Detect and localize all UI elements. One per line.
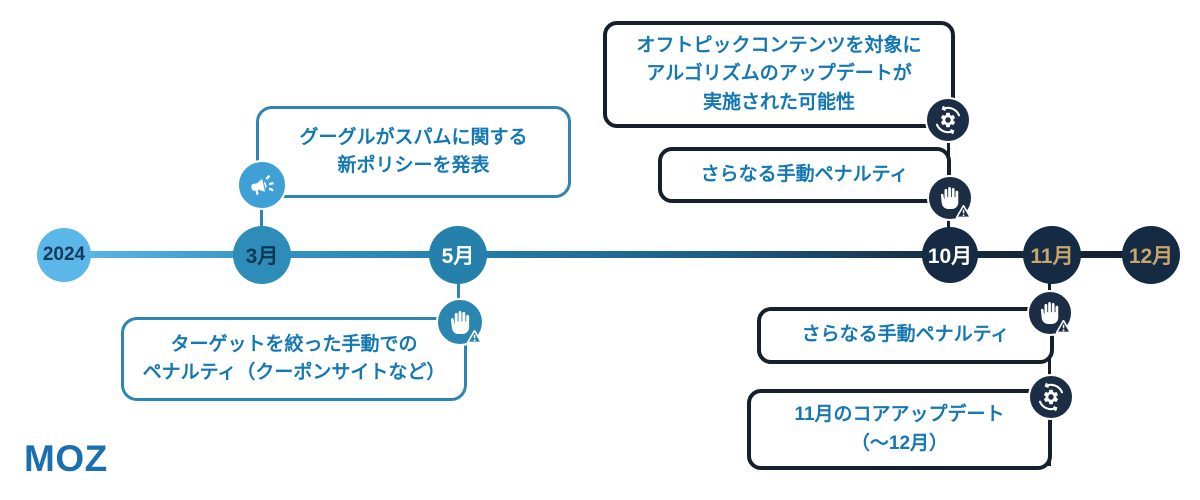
- timeline-node-may: 5月: [429, 226, 487, 284]
- callout-october-algorithm: オフトピックコンテンツを対象に アルゴリズムのアップデートが 実施された可能性: [603, 21, 955, 128]
- warning-triangle-icon: [956, 205, 971, 218]
- gear-refresh-glyph: [935, 105, 961, 135]
- timeline-bar: [60, 251, 1160, 258]
- node-label: 5月: [441, 245, 475, 268]
- gear-refresh-icon: [925, 97, 971, 143]
- callout-text-line: ペナルティ（クーポンサイトなど）: [142, 362, 446, 383]
- timeline-node-march: 3月: [233, 226, 291, 284]
- node-label: 11月: [1030, 245, 1074, 268]
- hand-glyph: [940, 187, 959, 209]
- timeline-node-october: 10月: [922, 227, 978, 283]
- timeline-node-november: 11月: [1023, 226, 1081, 284]
- callout-text-line: （〜12月）: [850, 432, 949, 454]
- node-label: 3月: [245, 245, 279, 268]
- callout-november-manual-penalty: さらなる手動ペナルティ: [757, 307, 1054, 364]
- gear-refresh-glyph: [1038, 382, 1064, 412]
- megaphone-icon: [237, 160, 287, 210]
- hand-stop-icon: [1027, 290, 1073, 336]
- connector-november: [1048, 255, 1051, 466]
- callout-text-line: オフトピックコンテンツを対象に: [636, 34, 922, 56]
- hand-stop-icon: [927, 175, 973, 221]
- hand-glyph: [1040, 302, 1059, 324]
- hand-glyph: [450, 310, 469, 334]
- callout-text-line: 11月のコアアップデート: [794, 404, 1005, 425]
- node-label: 2024: [42, 244, 86, 265]
- callout-may-manual-penalty: ターゲットを絞った手動での ペナルティ（クーポンサイトなど）: [121, 317, 467, 401]
- node-label: 12月: [1128, 245, 1174, 268]
- moz-logo: MOZ: [24, 438, 108, 479]
- connector-march: [260, 183, 263, 255]
- callout-text-line: 実施された可能性: [702, 91, 855, 113]
- callout-march-policy: グーグルがスパムに関する 新ポリシーを発表: [256, 106, 571, 198]
- warning-triangle-icon: [467, 330, 482, 343]
- callout-october-manual-penalty: さらなる手動ペナルティ: [658, 147, 951, 203]
- connector-may: [457, 255, 460, 322]
- warning-triangle-icon: [1056, 320, 1071, 333]
- timeline-node-2024: 2024: [37, 228, 91, 282]
- callout-text-line: さらなる手動ペナルティ: [801, 324, 1010, 346]
- callout-text-line: さらなる手動ペナルティ: [700, 163, 909, 185]
- callout-text-line: ターゲットを絞った手動での: [170, 333, 418, 355]
- callout-text-line: 新ポリシーを発表: [337, 155, 490, 176]
- megaphone-glyph: [250, 174, 274, 195]
- node-label: 10月: [927, 245, 973, 268]
- timeline-node-december: 12月: [1122, 226, 1180, 284]
- gear-refresh-icon: [1028, 374, 1074, 420]
- hand-stop-icon: [436, 298, 484, 346]
- callout-november-core-update: 11月のコアアップデート （〜12月）: [747, 389, 1052, 470]
- callout-text-line: アルゴリズムのアップデートが: [646, 63, 912, 85]
- callout-text-line: グーグルがスパムに関する: [299, 126, 528, 148]
